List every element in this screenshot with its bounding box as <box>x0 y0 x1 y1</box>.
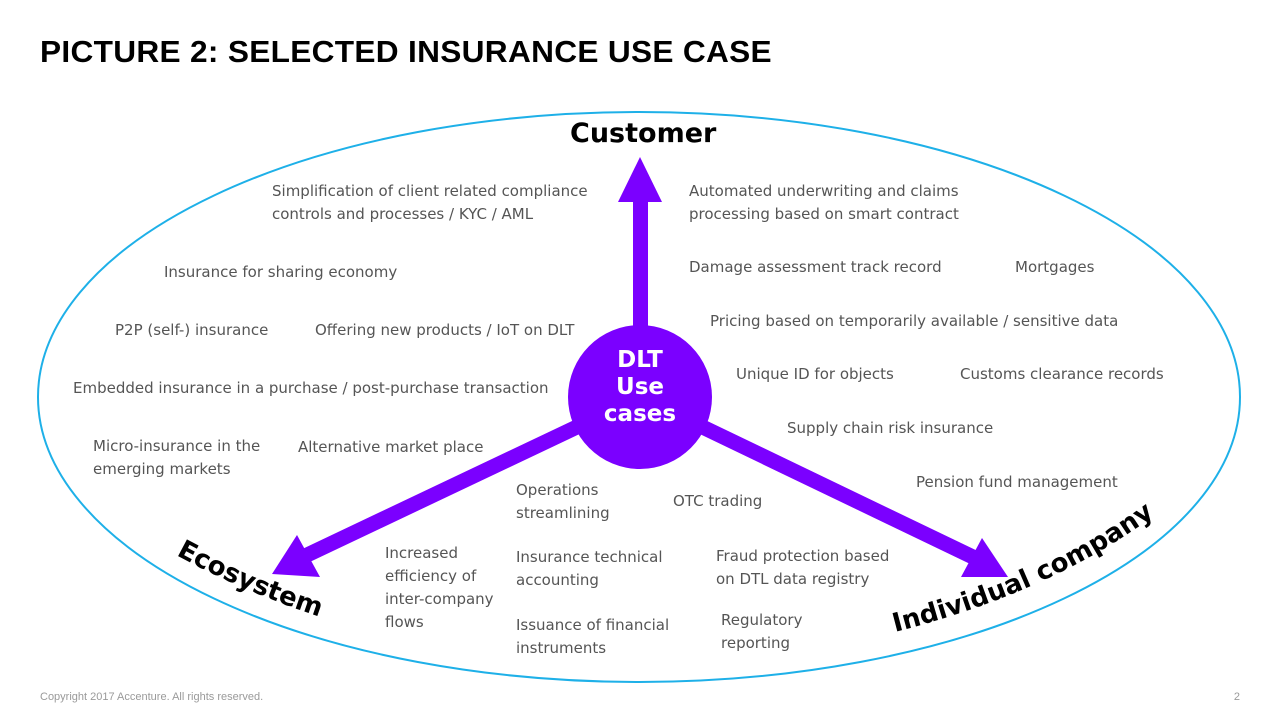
use-case-line: Alternative market place <box>298 438 484 456</box>
use-case-line: Fraud protection based <box>716 547 890 565</box>
use-case-item: P2P (self-) insurance <box>115 319 268 342</box>
use-case-line: Operations <box>516 481 599 499</box>
page-number: 2 <box>1233 691 1240 703</box>
use-case-line: Increased <box>385 544 459 562</box>
use-case-item: Fraud protection based on DTL data regis… <box>716 545 889 591</box>
use-case-item: Unique ID for objects <box>736 363 894 386</box>
axis-label-individual-company: Individual company <box>889 497 1158 639</box>
axis-label-customer: Customer <box>570 118 717 149</box>
scope-ellipse <box>37 111 1241 683</box>
use-case-line: on DTL data registry <box>716 570 870 588</box>
use-case-item: Operations streamlining <box>516 479 610 525</box>
use-case-line: accounting <box>516 571 599 589</box>
use-case-item: Offering new products / IoT on DLT <box>315 319 574 342</box>
use-case-line: Supply chain risk insurance <box>787 419 994 437</box>
use-case-line: Regulatory <box>721 611 803 629</box>
use-case-item: Embedded insurance in a purchase / post-… <box>73 377 549 400</box>
use-case-line: Offering new products / IoT on DLT <box>315 321 575 339</box>
use-case-line: Pension fund management <box>916 473 1118 491</box>
use-case-line: OTC trading <box>673 492 763 510</box>
use-case-line: Micro-insurance in the <box>93 437 261 455</box>
use-case-line: emerging markets <box>93 460 231 478</box>
use-case-item: Pension fund management <box>916 471 1118 494</box>
use-case-item: Mortgages <box>1015 256 1094 279</box>
use-case-item: Increased efficiency of inter-company fl… <box>385 542 494 634</box>
copyright-footer: Copyright 2017 Accenture. All rights res… <box>40 691 264 703</box>
use-case-line: Pricing based on temporarily available /… <box>710 312 1119 330</box>
use-case-item: Pricing based on temporarily available /… <box>710 310 1118 333</box>
use-case-item: Micro-insurance in the emerging markets <box>93 435 260 481</box>
center-label: DLT Use cases <box>568 347 712 428</box>
use-case-line: P2P (self-) insurance <box>115 321 269 339</box>
use-case-line: Embedded insurance in a purchase / post-… <box>73 379 549 397</box>
use-case-item: Insurance for sharing economy <box>164 261 397 284</box>
use-case-item: Supply chain risk insurance <box>787 417 993 440</box>
center-label-line: Use <box>616 374 664 400</box>
center-label-line: DLT <box>617 347 663 373</box>
page-title: PICTURE 2: SELECTED INSURANCE USE CASE <box>40 34 772 69</box>
use-case-line: controls and processes / KYC / AML <box>272 205 534 223</box>
use-case-line: Insurance for sharing economy <box>164 263 398 281</box>
use-case-line: streamlining <box>516 504 610 522</box>
use-case-item: Customs clearance records <box>960 363 1164 386</box>
use-case-line: Issuance of financial <box>516 616 670 634</box>
use-case-line: Mortgages <box>1015 258 1095 276</box>
use-case-line: Unique ID for objects <box>736 365 894 383</box>
use-case-line: processing based on smart contract <box>689 205 959 223</box>
use-case-line: Damage assessment track record <box>689 258 942 276</box>
use-case-item: Insurance technical accounting <box>516 546 663 592</box>
use-case-line: Customs clearance records <box>960 365 1164 383</box>
use-case-item: Automated underwriting and claims proces… <box>689 180 959 226</box>
use-case-line: Insurance technical <box>516 548 663 566</box>
use-case-line: Simplification of client related complia… <box>272 182 588 200</box>
use-case-line: Automated underwriting and claims <box>689 182 959 200</box>
use-case-item: Regulatory reporting <box>721 609 802 655</box>
use-case-line: flows <box>385 613 424 631</box>
use-case-line: instruments <box>516 639 607 657</box>
use-case-line: efficiency of <box>385 567 477 585</box>
use-case-item: Alternative market place <box>298 436 483 459</box>
center-label-line: cases <box>603 401 677 427</box>
use-case-item: Issuance of financial instruments <box>516 614 669 660</box>
center-hub <box>568 325 712 469</box>
use-case-item: Damage assessment track record <box>689 256 942 279</box>
arrow-customer <box>618 157 662 338</box>
use-case-line: inter-company <box>385 590 494 608</box>
use-case-item: Simplification of client related complia… <box>272 180 588 226</box>
use-case-item: OTC trading <box>673 490 762 513</box>
use-case-line: reporting <box>721 634 791 652</box>
